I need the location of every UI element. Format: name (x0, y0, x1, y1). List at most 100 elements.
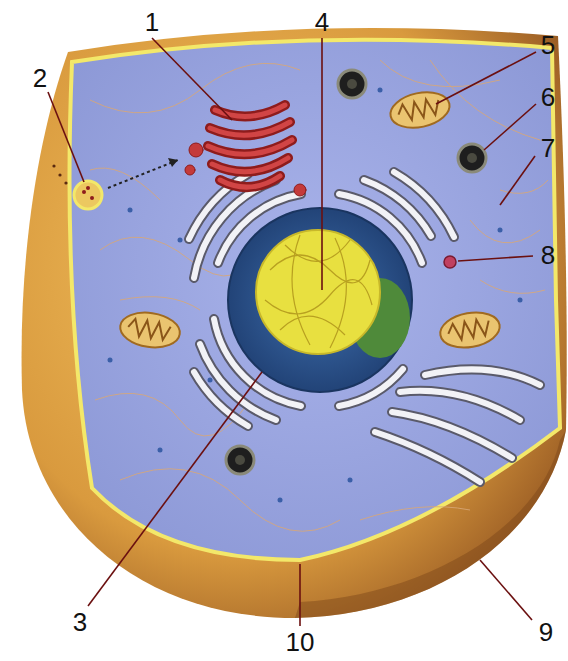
er-sheet (394, 172, 454, 237)
leader-line (88, 372, 262, 606)
cell-surface (22, 28, 567, 618)
peroxisome-core (467, 153, 477, 163)
leader-line (152, 38, 232, 120)
leader-lines (48, 38, 536, 626)
leader-line (484, 104, 536, 150)
callout-number: 3 (73, 609, 87, 635)
callout-number: 8 (541, 242, 555, 268)
golgi-outline (208, 105, 292, 187)
peroxisome-core (235, 455, 245, 465)
dot (378, 88, 383, 93)
nucleus (228, 208, 412, 392)
er-sheet (194, 372, 248, 426)
er-outline (189, 172, 540, 482)
callout-number: 9 (539, 619, 553, 645)
er-sheet (218, 194, 301, 263)
cisterna (210, 122, 290, 135)
particle (64, 181, 67, 184)
chromatin (256, 230, 380, 354)
endoplasmic-reticulum (189, 172, 540, 482)
dot (108, 358, 113, 363)
callout-number: 1 (145, 9, 159, 35)
peroxisome (338, 70, 366, 98)
leader-line (458, 256, 533, 261)
cristae (127, 318, 171, 341)
particle (86, 186, 90, 190)
callout-number: 7 (541, 135, 555, 161)
particle (58, 173, 61, 176)
er-sheet (375, 432, 480, 482)
mitochondria (118, 87, 503, 352)
er-sheet (392, 412, 512, 458)
er-lumen (189, 172, 540, 482)
thread (270, 255, 370, 283)
er-sheet (375, 432, 480, 482)
er-sheet (425, 369, 540, 385)
leader-line (480, 560, 532, 620)
dot (158, 448, 163, 453)
cytoskeleton-fibers (90, 60, 548, 531)
dot (128, 208, 133, 213)
cisterna (220, 176, 280, 187)
cristae (447, 318, 491, 342)
thread (280, 316, 345, 335)
leader-line (48, 92, 84, 182)
nuclear-envelope (228, 208, 412, 392)
fiber (90, 63, 300, 113)
dot (518, 298, 523, 303)
cisterna (208, 140, 292, 154)
golgi-vesicle (294, 184, 306, 196)
dot (348, 478, 353, 483)
callout-number: 5 (541, 32, 555, 58)
golgi-vesicle (185, 165, 195, 175)
ribosome-dots (108, 88, 523, 503)
golgi-vesicle (189, 143, 203, 157)
leader-line (299, 564, 301, 626)
dot (208, 378, 213, 383)
callout-number: 4 (315, 9, 329, 35)
er-sheet (339, 369, 403, 406)
golgi-lumen (208, 105, 292, 187)
er-sheet (194, 180, 276, 278)
chromatin-threads (265, 235, 372, 348)
er-sheet (425, 369, 540, 385)
thread (330, 238, 346, 348)
thread (265, 280, 372, 314)
callout-number: 10 (286, 629, 315, 655)
fiber (480, 280, 545, 293)
cisterna (208, 140, 292, 154)
er-sheet (339, 194, 422, 263)
cisterna (210, 122, 290, 135)
lysosome (444, 256, 456, 268)
thread (292, 235, 310, 345)
peroxisome (458, 144, 486, 172)
mitochondrion (387, 87, 453, 133)
cisterna (215, 105, 285, 116)
peroxisome (226, 446, 254, 474)
vesicle-pocket (74, 181, 102, 209)
er-sheet (214, 319, 301, 406)
mitochondrion (118, 309, 182, 351)
golgi-apparatus (185, 105, 306, 196)
leader-line (436, 52, 536, 104)
peroxisomes (226, 70, 486, 474)
fiber (360, 507, 470, 520)
er-sheet (392, 412, 512, 458)
er-sheet (200, 344, 276, 420)
dot (498, 228, 503, 233)
endocytic-vesicle (52, 158, 178, 209)
arrow-head (168, 158, 178, 167)
outer-membrane (438, 308, 503, 352)
callout-number: 2 (33, 65, 47, 91)
leader-line (500, 156, 535, 205)
mitochondrion (438, 308, 503, 352)
outer-membrane (387, 87, 453, 133)
cisterna (220, 176, 280, 187)
er-sheet (339, 369, 403, 406)
cristae (397, 97, 442, 122)
particle (52, 164, 55, 167)
peroxisome-core (347, 79, 357, 89)
dot (278, 498, 283, 503)
